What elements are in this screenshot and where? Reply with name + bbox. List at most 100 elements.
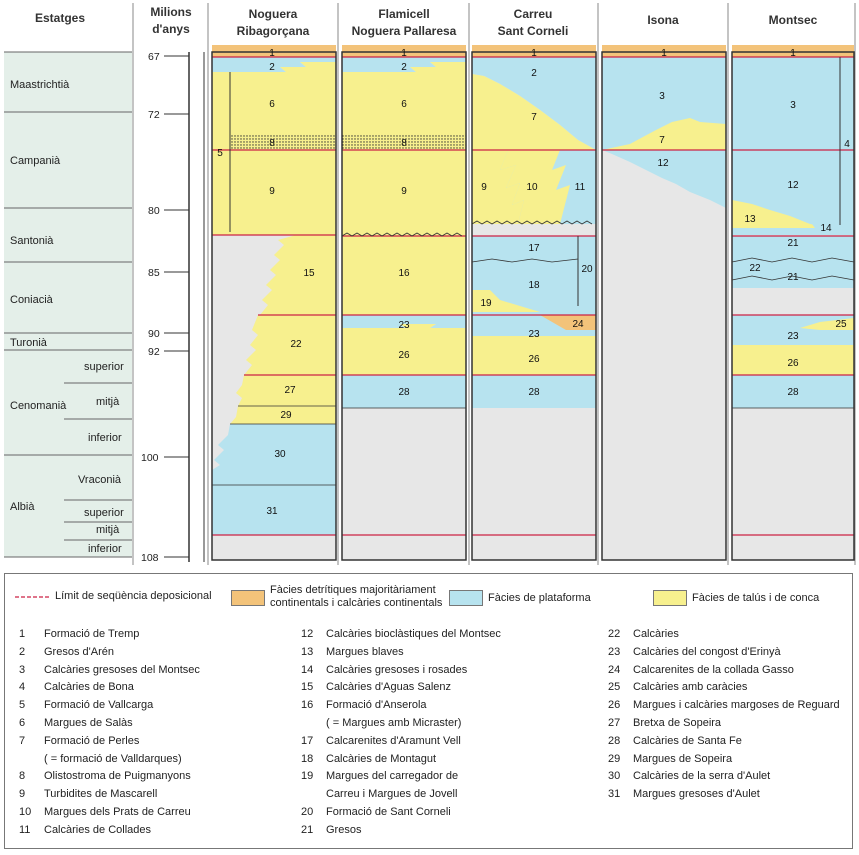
- c3-unit: 2: [531, 68, 537, 79]
- platform-swatch: [449, 590, 483, 606]
- header-dividers: [132, 3, 856, 565]
- header-col2-line2: Noguera Pallaresa: [352, 24, 457, 38]
- substage-albian-middle: mitjà: [96, 524, 120, 536]
- stage-cenomanian: Cenomanià: [10, 400, 67, 412]
- slope-swatch: [653, 590, 687, 606]
- c2-unit: 26: [398, 350, 410, 361]
- c2-unit: 9: [401, 186, 407, 197]
- c5-unit: 4: [844, 139, 850, 150]
- c2-unit: 1: [401, 48, 407, 59]
- header-col3-line2: Sant Corneli: [498, 24, 569, 38]
- c5-unit: 26: [787, 358, 799, 369]
- stage-column: [4, 51, 132, 558]
- header-col1-line1: Noguera: [249, 7, 298, 21]
- c2-unit: 6: [401, 99, 407, 110]
- substage-albian-upper: superior: [84, 507, 124, 519]
- c2-unit: 23: [398, 320, 410, 331]
- header-col2-line1: Flamicell: [378, 7, 429, 21]
- c1-unit: 15: [303, 268, 315, 279]
- c1-unit: 9: [269, 186, 275, 197]
- c5-unit: 13: [744, 214, 756, 225]
- header-col3-line1: Carreu: [514, 7, 553, 21]
- c3-unit: 19: [480, 298, 492, 309]
- c3-unit: 17: [528, 243, 540, 254]
- c1-unit: 5: [217, 148, 223, 159]
- column-flamicell: [341, 45, 467, 561]
- continental-swatch: [231, 590, 265, 606]
- age-92: 92: [148, 346, 160, 358]
- legend-platform: Fàcies de plataforma: [488, 592, 591, 604]
- c1-unit: 8: [269, 138, 275, 149]
- c5-unit: 23: [787, 331, 799, 342]
- c2-unit: 8: [401, 138, 407, 149]
- stage-campanian: Campanià: [10, 155, 61, 167]
- legend-item: ( = Margues amb Micraster): [326, 716, 462, 729]
- c5-unit: 12: [787, 180, 799, 191]
- c3-unit: 9: [481, 182, 487, 193]
- header-col1-line2: Ribagorçana: [237, 24, 310, 38]
- c3-unit: 20: [581, 264, 593, 275]
- column-montsec: [731, 45, 855, 561]
- c3-unit: 26: [528, 354, 540, 365]
- age-90: 90: [148, 328, 160, 340]
- header-years: d'anys: [152, 22, 190, 36]
- c2-unit: 28: [398, 387, 410, 398]
- c5-unit: 25: [835, 319, 847, 330]
- substage-cenomanian-middle: mitjà: [96, 396, 120, 408]
- c3-unit: 1: [531, 48, 537, 59]
- c5-unit: 14: [820, 223, 832, 234]
- c1-unit: 22: [290, 339, 302, 350]
- c5-unit: 1: [790, 48, 796, 59]
- c3-unit: 10: [526, 182, 538, 193]
- c3-unit: 28: [528, 387, 540, 398]
- c2-unit: 2: [401, 62, 407, 73]
- c5-unit: 21: [787, 272, 799, 283]
- c3-unit: 23: [528, 329, 540, 340]
- legend-slope: Fàcies de talús i de conca: [692, 592, 820, 604]
- c3-unit: 18: [528, 280, 540, 291]
- stage-coniacian: Coniacià: [10, 294, 54, 306]
- legend-sequence-limit: Límit de seqüència deposicional: [55, 590, 212, 602]
- legend-continental-1: Fàcies detrítiques majoritàriament: [270, 584, 436, 596]
- header-col5: Montsec: [769, 13, 818, 27]
- stage-maastrichtian: Maastrichtià: [10, 79, 70, 91]
- c5-unit: 22: [749, 263, 761, 274]
- c5-unit: 3: [790, 100, 796, 111]
- c3-unit: 24: [572, 319, 584, 330]
- column-isona: [601, 45, 727, 561]
- c1-unit: 6: [269, 99, 275, 110]
- c3-unit: 7: [531, 112, 537, 123]
- header-millions: Milions: [150, 5, 192, 19]
- c1-unit: 1: [269, 48, 275, 59]
- age-72: 72: [148, 109, 160, 121]
- substage-vraconian: Vraconià: [78, 474, 122, 486]
- c4-unit: 7: [659, 135, 665, 146]
- header-col4: Isona: [647, 13, 679, 27]
- legend: Límit de seqüència deposicional Fàcies d…: [4, 573, 853, 849]
